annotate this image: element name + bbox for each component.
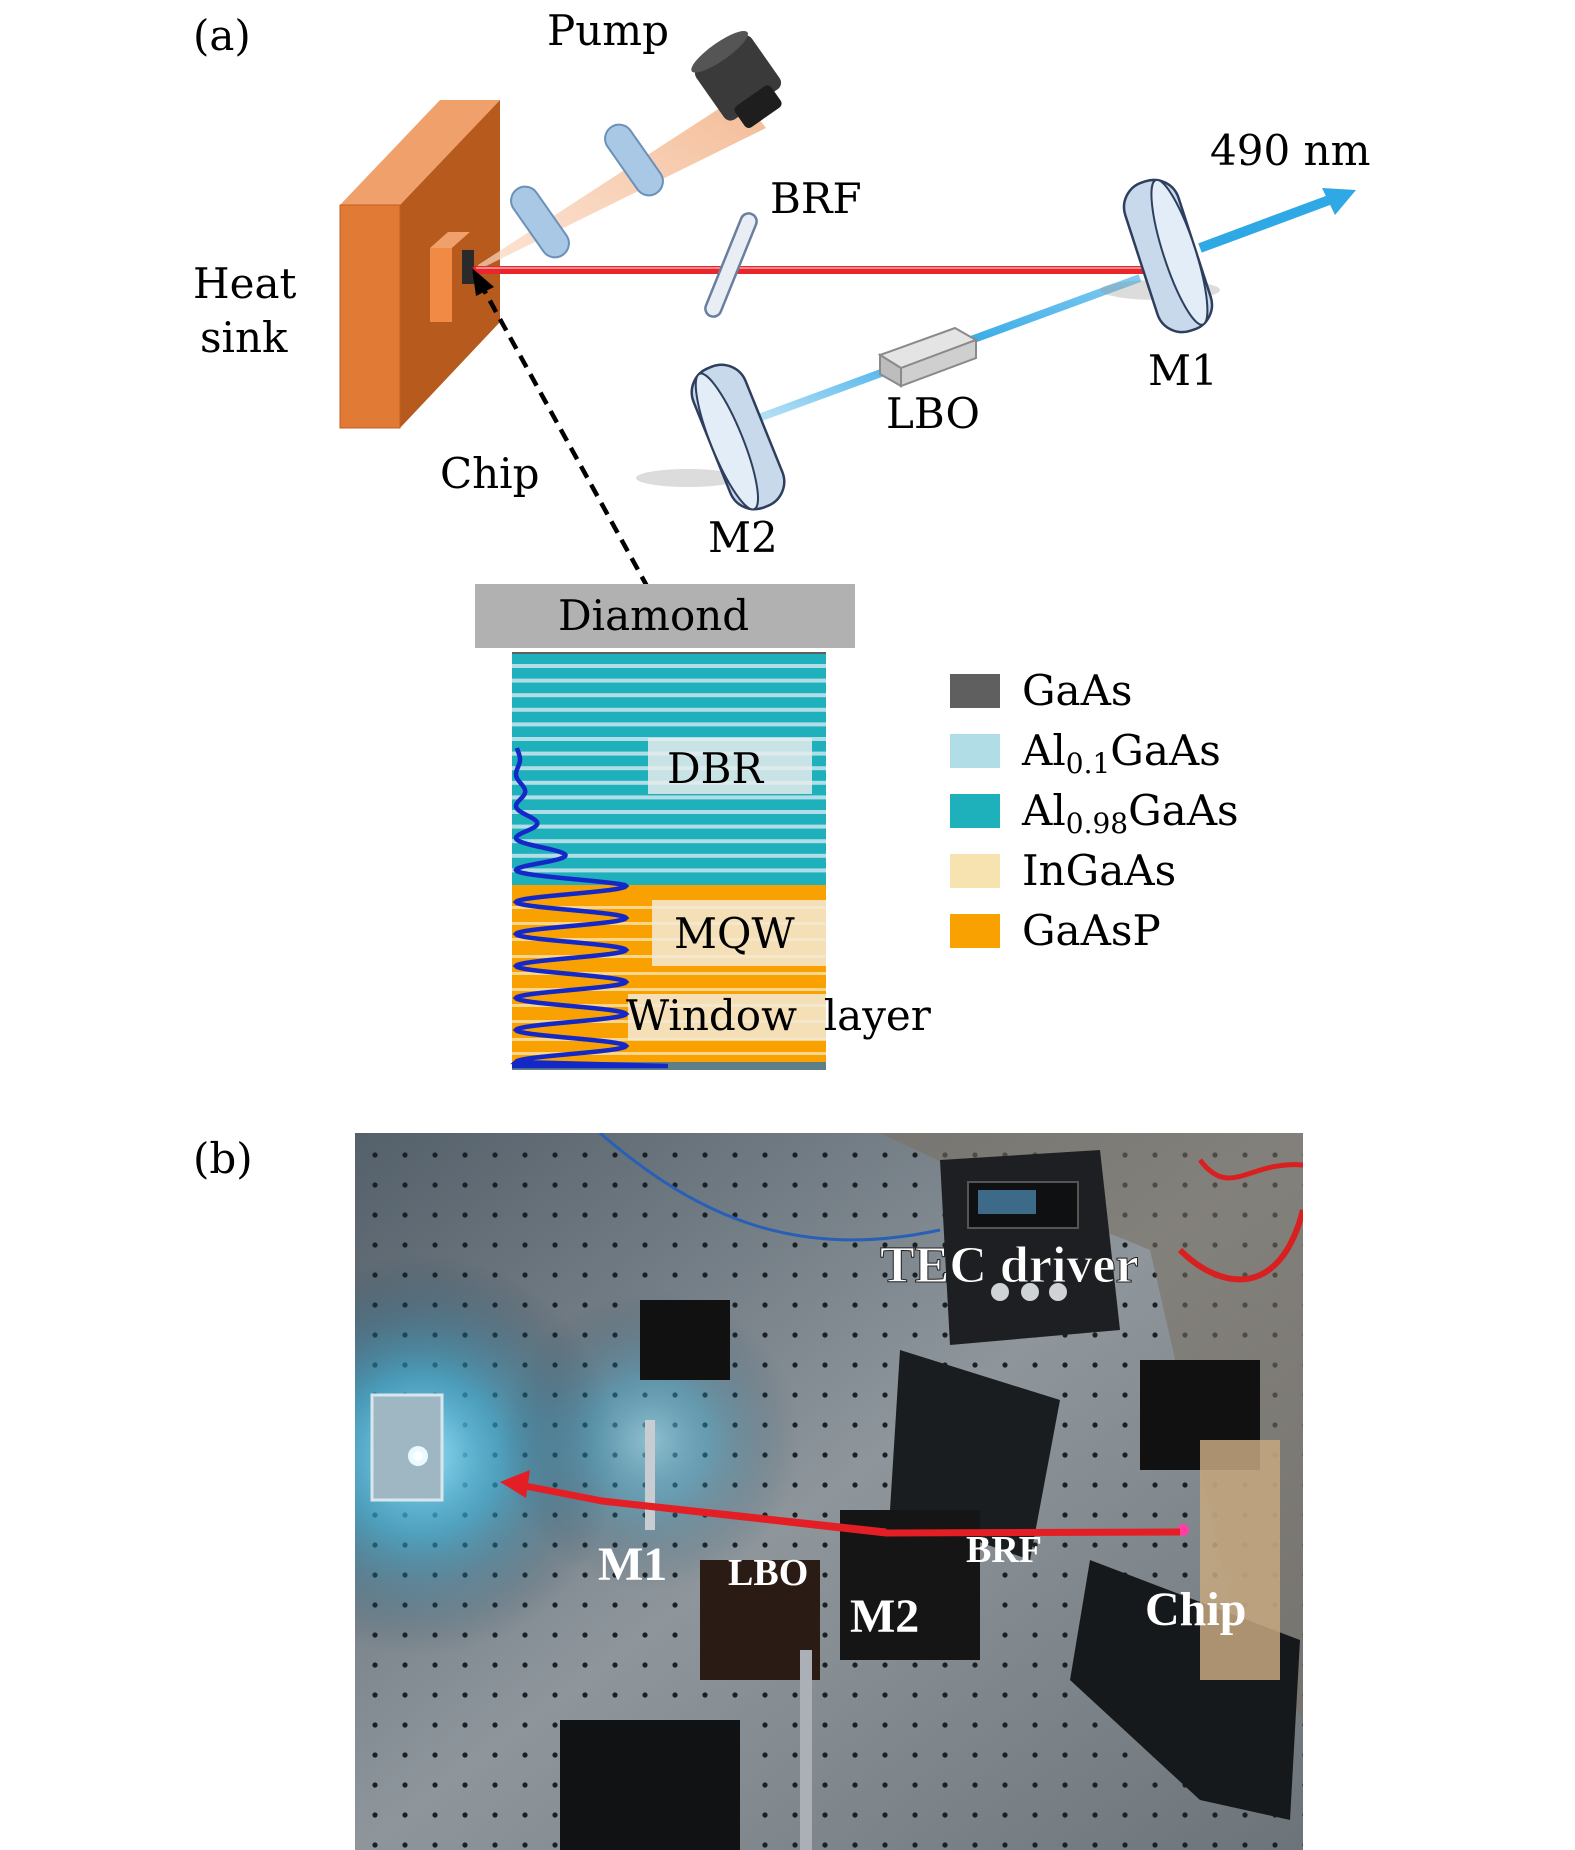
legend-swatch	[950, 734, 1000, 768]
legend-swatch	[950, 854, 1000, 888]
photo-brf-label: BRF	[966, 1529, 1042, 1571]
mqw-layer	[512, 972, 826, 975]
pump-head-icon	[691, 30, 782, 128]
legend-label: Al0.98GaAs	[1021, 786, 1239, 840]
dbr-layer	[512, 810, 826, 814]
legend-label: GaAsP	[1022, 906, 1161, 955]
heat-sink-label-line2: sink	[200, 313, 288, 362]
photo-m1-label: M1	[598, 1538, 667, 1591]
optical-field-wave	[510, 747, 669, 1069]
dbr-layer	[512, 868, 826, 873]
legend-label: Al0.1GaAs	[1021, 726, 1221, 780]
tec-driver-label: TEC driver	[880, 1237, 1139, 1294]
diamond-layer	[475, 584, 855, 648]
dbr-layer	[512, 722, 826, 727]
heat-sink-label-line1: Heat	[193, 259, 297, 308]
photo-beam-arrowhead-icon	[500, 1470, 530, 1498]
legend-item: Al0.1GaAs	[950, 726, 1221, 780]
legend-item: InGaAs	[950, 846, 1176, 895]
tec-driver-box	[940, 1150, 1120, 1345]
pump-beam	[478, 95, 766, 270]
lbo-label: LBO	[886, 389, 980, 438]
layer-stack	[512, 652, 826, 1070]
chip-label: Chip	[440, 449, 540, 498]
panel-b-tag: (b)	[193, 1134, 253, 1183]
output-arrow-icon	[1322, 188, 1356, 215]
m2-mirror	[636, 363, 786, 511]
photo-m2-label: M2	[850, 1590, 919, 1643]
legend-item: Al0.98GaAs	[950, 786, 1239, 840]
mqw-label: MQW	[674, 909, 795, 958]
photo-chip-label: Chip	[1145, 1583, 1246, 1636]
dbr-layer	[512, 693, 826, 698]
dbr-layer	[512, 853, 826, 858]
brf-plate	[704, 212, 758, 318]
mqw-layer	[512, 988, 826, 991]
legend-item: GaAs	[950, 666, 1132, 715]
dbr-label: DBR	[667, 744, 765, 793]
blue-output-beam	[1198, 191, 1342, 253]
dbr-layer	[512, 664, 826, 668]
dbr-layer	[512, 839, 826, 844]
photo-lbo-label: LBO	[728, 1552, 808, 1594]
legend-item: GaAsP	[950, 906, 1161, 955]
chip-pointer-arrowhead-icon	[472, 268, 494, 296]
legend-swatch	[950, 794, 1000, 828]
legend-label: GaAs	[1022, 666, 1132, 715]
wavelength-label: 490 nm	[1210, 126, 1370, 175]
chip-square	[462, 250, 474, 284]
mqw-layer	[512, 1052, 826, 1055]
dbr-layer	[512, 678, 826, 683]
m1-mirror	[1100, 178, 1220, 334]
dbr-layer	[512, 707, 826, 712]
heat-sink	[339, 100, 500, 429]
window-layer-label: Window layer	[626, 991, 932, 1040]
panel-a-tag: (a)	[193, 11, 251, 60]
chip-pointer-line	[482, 288, 650, 590]
pump-lens-1	[510, 185, 570, 259]
brf-label: BRF	[770, 174, 862, 223]
legend-swatch	[950, 914, 1000, 948]
pump-label: Pump	[547, 6, 669, 55]
pump-lens-2	[604, 123, 664, 197]
m2-label: M2	[708, 513, 778, 562]
legend-label: InGaAs	[1022, 846, 1176, 895]
diamond-label: Diamond	[558, 591, 749, 640]
dbr-layer	[512, 795, 826, 800]
setup-photo	[355, 1133, 1303, 1850]
photo-beam-path	[598, 1497, 1181, 1537]
lbo-crystal	[877, 326, 979, 388]
legend-swatch	[950, 674, 1000, 708]
m1-label: M1	[1148, 346, 1218, 395]
dbr-layer	[512, 824, 826, 829]
